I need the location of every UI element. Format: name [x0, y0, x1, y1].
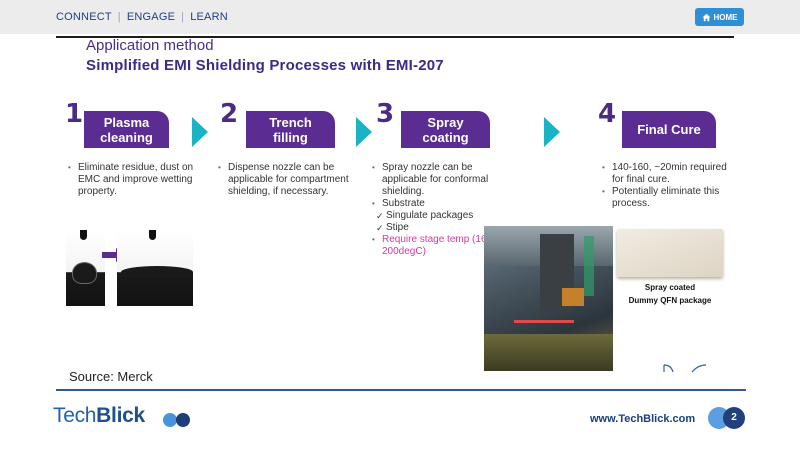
list-item: Potentially eliminate this process.: [600, 186, 735, 210]
step-2-label-line2: filling: [273, 130, 308, 145]
package-caption: Spray coated Dummy QFN package: [617, 281, 723, 307]
spray-equipment-photo: [484, 226, 613, 371]
footer-divider: [56, 389, 746, 391]
section-label: Application method: [86, 37, 214, 54]
step-1-label-line1: Plasma: [104, 115, 150, 130]
logo-dots-icon: [162, 410, 192, 430]
package-caption-line1: Spray coated: [617, 281, 723, 294]
list-item: Substrate: [370, 198, 510, 210]
step-2-number: 2: [220, 99, 238, 129]
step-arrow-icon: [192, 117, 208, 147]
home-button[interactable]: HOME: [695, 8, 744, 26]
droplet-before-image: [66, 230, 105, 306]
step-arrow-icon: [356, 117, 372, 147]
logo-tech: Tech: [53, 404, 96, 427]
step-2-label-line1: Trench: [269, 115, 312, 130]
list-item: 140-160, ~20min required for final cure.: [600, 162, 735, 186]
step-1-label-line2: cleaning: [100, 130, 153, 145]
step-1-description: Eliminate residue, dust on EMC and impro…: [66, 162, 201, 198]
nav-engage-link[interactable]: ENGAGE: [127, 11, 175, 23]
step-1-box: Plasma cleaning: [84, 111, 169, 148]
list-item: Spray nozzle can be applicable for confo…: [370, 162, 510, 198]
page-number: 2: [723, 407, 745, 429]
nav-connect-link[interactable]: CONNECT: [56, 11, 112, 23]
techblick-logo[interactable]: TechBlick: [53, 404, 145, 428]
step-4-number: 4: [598, 99, 616, 129]
step-3-label-line1: Spray: [427, 115, 463, 130]
step-2-description: Dispense nozzle can be applicable for co…: [216, 162, 351, 198]
list-subitem: Singulate packages: [370, 210, 510, 222]
website-link[interactable]: www.TechBlick.com: [590, 413, 695, 425]
step-arrow-icon: [544, 117, 560, 147]
step-2-box: Trench filling: [246, 111, 335, 148]
home-label: HOME: [714, 13, 738, 22]
step-1-number: 1: [65, 99, 83, 129]
package-caption-line2: Dummy QFN package: [617, 294, 723, 307]
nav-learn-link[interactable]: LEARN: [190, 11, 228, 23]
page-title: Simplified EMI Shielding Processes with …: [86, 57, 444, 74]
nav-separator: |: [118, 11, 121, 23]
step-3-label-line2: coating: [422, 130, 468, 145]
logo-blick: Blick: [96, 404, 145, 427]
home-icon: [702, 13, 711, 22]
droplet-after-image: [117, 230, 193, 306]
qfn-package-image: [617, 229, 723, 277]
list-item: Dispense nozzle can be applicable for co…: [216, 162, 351, 198]
step-3-number: 3: [376, 99, 394, 129]
partner-logo-fragment: [662, 363, 710, 373]
source-note: Source: Merck: [69, 369, 153, 384]
step-3-box: Spray coating: [401, 111, 490, 148]
step-4-label: Final Cure: [637, 122, 701, 137]
step-4-description: 140-160, ~20min required for final cure.…: [600, 162, 735, 210]
step-4-box: Final Cure: [622, 111, 716, 148]
top-nav: CONNECT | ENGAGE | LEARN: [56, 11, 228, 23]
list-item: Eliminate residue, dust on EMC and impro…: [66, 162, 201, 198]
nav-separator: |: [181, 11, 184, 23]
